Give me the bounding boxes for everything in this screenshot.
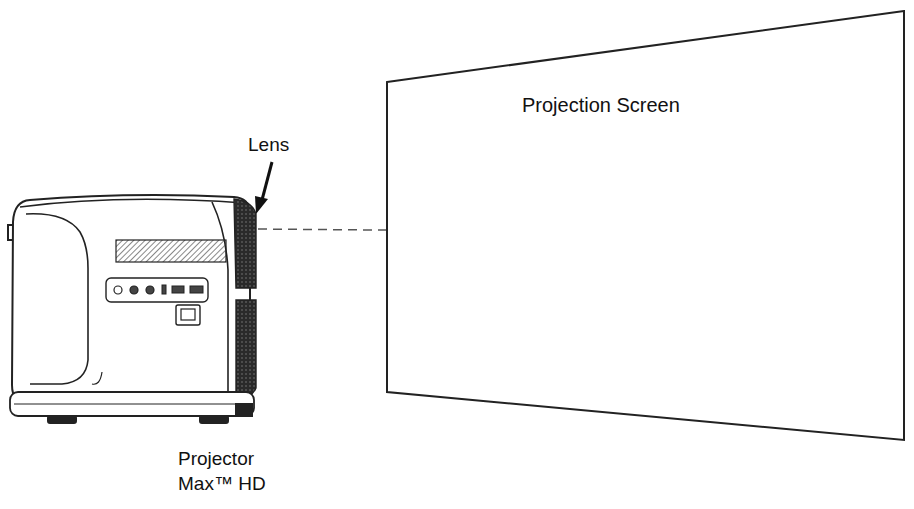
- screen-label: Projection Screen: [522, 92, 680, 118]
- lens-label: Lens: [248, 133, 289, 158]
- screen-outline: [386, 10, 906, 442]
- lens-arrowhead: [255, 196, 268, 214]
- projection-screen: Projection Screen: [386, 10, 906, 442]
- lens-leader: [262, 162, 272, 200]
- product-name: Projector Max™ HD: [178, 447, 296, 496]
- projector-body: [8, 195, 256, 423]
